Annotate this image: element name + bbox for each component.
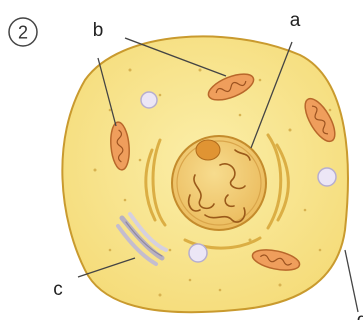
nucleus xyxy=(172,136,266,230)
label-d: d xyxy=(357,310,363,320)
label-a: a xyxy=(290,10,301,31)
label-c: c xyxy=(53,279,63,300)
nucleolus xyxy=(196,140,220,160)
label-b: b xyxy=(93,20,104,41)
figure-number: 2 xyxy=(18,23,28,43)
leader-line-d xyxy=(345,250,358,312)
figure-number-badge: 2 xyxy=(9,18,37,46)
